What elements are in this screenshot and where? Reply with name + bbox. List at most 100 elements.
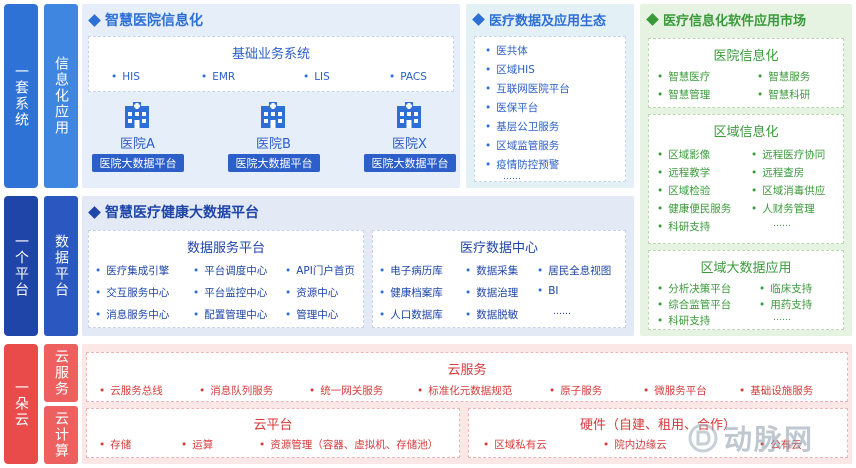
service-item: 资源中心 [285, 285, 338, 300]
diamond-icon [646, 13, 659, 26]
basic-item: PACS [389, 71, 427, 83]
market-item: 远程教学 [657, 165, 710, 180]
cloud-service-item: 标准化元数据规范 [417, 383, 512, 398]
market-item: 智慧科研 [757, 87, 810, 102]
market-item: 健康便民服务 [657, 201, 731, 216]
data-center-item: 人口数据库 [379, 307, 443, 322]
market-item: 智慧医疗 [657, 69, 710, 84]
cloud-service-item: 原子服务 [549, 383, 602, 398]
market-hospital-title: 医院信息化 [713, 49, 779, 64]
hospital-icon [125, 102, 149, 128]
sub-label-cloud-compute: 云计算 [44, 406, 78, 464]
basic-item: LIS [303, 71, 330, 83]
sub-label-data-platform: 数据平台 [44, 196, 78, 336]
hospital-name: 医院B [256, 137, 291, 152]
data-center-box: 医疗数据中心 电子病历库 数据采集 居民全息视图 健康档案库 数据治理 BI 人… [372, 230, 626, 328]
hospital-icon [261, 102, 285, 128]
market-hospital-info: 医院信息化 智慧医疗 智慧服务 智慧管理 智慧科研 [648, 38, 844, 108]
watermark-logo-icon [688, 423, 718, 453]
cloud-service-item: 消息队列服务 [199, 383, 273, 398]
service-item: 配置管理中心 [193, 307, 267, 322]
smart-hospital-panel: 智慧医院信息化 基础业务系统 HIS EMR LIS PACS 医院A 医院大数… [82, 4, 460, 188]
ecosystem-item: 区域监管服务 [485, 138, 559, 153]
ecosystem-item: 基层公卫服务 [485, 119, 559, 134]
cloud-service-item: 基础设施服务 [739, 383, 813, 398]
basic-item: HIS [111, 71, 140, 83]
service-item: 平台调度中心 [193, 263, 267, 278]
diamond-icon [88, 205, 101, 219]
market-item: 临床支持 [759, 281, 812, 296]
cloud-platform-item: 存储 [99, 437, 131, 452]
cloud-platform-item: 资源管理（容器、虚拟机、存储池） [259, 437, 438, 452]
hospital-icon [397, 102, 421, 128]
data-center-item: 数据脱敏 [465, 307, 518, 322]
market-item: 智慧服务 [757, 69, 810, 84]
hospital-x: 医院X 医院大数据平台 [360, 102, 460, 178]
market-title: 医疗信息化软件应用市场 [646, 10, 806, 29]
ecosystem-more: …… [503, 172, 521, 182]
data-center-item: 数据采集 [465, 263, 518, 278]
data-center-item: BI [537, 285, 558, 297]
cloud-service-item: 微服务平台 [643, 383, 707, 398]
hardware-item: 区域私有云 [483, 437, 547, 452]
data-center-item: 健康档案库 [379, 285, 443, 300]
watermark-text: 动脉网 [724, 423, 815, 456]
market-more: …… [773, 219, 791, 229]
market-regional-bigdata: 区域大数据应用 分析决策平台 临床支持 综合监管平台 用药支持 科研支持 …… [648, 250, 844, 330]
market-item: 分析决策平台 [657, 281, 731, 296]
market-item: 用药支持 [759, 297, 812, 312]
basic-item: EMR [201, 71, 235, 83]
data-center-item: 居民全息视图 [537, 263, 611, 278]
market-more: …… [773, 313, 791, 323]
cloud-service-item: 统一网关服务 [309, 383, 383, 398]
ecosystem-title: 医疗数据及应用生态 [472, 10, 606, 29]
market-item: 区域影像 [657, 147, 710, 162]
service-item: 医疗集成引擎 [95, 263, 169, 278]
ecosystem-item: 区域HIS [485, 62, 535, 77]
market-item: 智慧管理 [657, 87, 710, 102]
hardware-title: 硬件（自建、租用、合作） [579, 418, 736, 433]
hardware-item: 公有云 [759, 437, 802, 452]
ecosystem-item: 疫情防控预警 [485, 157, 559, 172]
service-item: 平台监控中心 [193, 285, 267, 300]
cloud-service-item: 云服务总线 [99, 383, 163, 398]
watermark: 动脉网 [688, 418, 814, 458]
market-item: 科研支持 [657, 219, 710, 234]
ecosystem-list: 医共体 区域HIS 互联网医院平台 医保平台 基层公卫服务 区域监管服务 疫情防… [474, 36, 626, 182]
hospital-bigdata-bar: 医院大数据平台 [364, 154, 456, 172]
market-item: 科研支持 [657, 313, 710, 328]
row-label-platform: 一个平台 [4, 196, 38, 336]
hospital-name: 医院A [120, 137, 155, 152]
hospital-bigdata-bar: 医院大数据平台 [92, 154, 184, 172]
data-center-title: 医疗数据中心 [459, 241, 538, 256]
market-item: 人财务管理 [751, 201, 815, 216]
hospital-bigdata-bar: 医院大数据平台 [228, 154, 320, 172]
diamond-icon [472, 13, 485, 26]
market-item: 区域消毒供应 [751, 183, 825, 198]
cloud-service-box: 云服务 云服务总线 消息队列服务 统一网关服务 标准化元数据规范 原子服务 微服… [86, 352, 848, 402]
market-item: 远程查房 [751, 165, 804, 180]
row-label-system: 一套系统 [4, 4, 38, 188]
data-center-item: 电子病历库 [379, 263, 443, 278]
data-center-more: …… [553, 307, 571, 317]
hardware-box: 硬件（自建、租用、合作） 区域私有云 院内边缘云 公有云 [468, 408, 848, 458]
market-regional-info: 区域信息化 区域影像 远程医疗协同 远程教学 远程查房 区域检验 区域消毒供应 … [648, 114, 844, 244]
market-regional-title: 区域信息化 [713, 125, 779, 140]
row-label-cloud: 一朵云 [4, 344, 38, 464]
hospital-name: 医院X [392, 137, 427, 152]
sub-label-cloud-service: 云服务 [44, 344, 78, 402]
basic-system-title: 基础业务系统 [231, 47, 310, 62]
hospital-b: 医院B 医院大数据平台 [224, 102, 342, 178]
sub-label-info-app: 信息化应用 [44, 4, 78, 188]
ecosystem-item: 医共体 [485, 43, 528, 58]
ecosystem-item: 医保平台 [485, 100, 538, 115]
basic-system-box: 基础业务系统 HIS EMR LIS PACS [88, 36, 454, 92]
smart-hospital-title: 智慧医院信息化 [88, 10, 203, 30]
data-center-item: 数据治理 [465, 285, 518, 300]
market-bigdata-title: 区域大数据应用 [700, 261, 792, 276]
hardware-item: 院内边缘云 [603, 437, 667, 452]
diamond-icon [88, 13, 101, 27]
bigdata-title: 智慧医疗健康大数据平台 [88, 202, 259, 222]
ecosystem-item: 互联网医院平台 [485, 81, 570, 96]
service-item: 管理中心 [285, 307, 338, 322]
